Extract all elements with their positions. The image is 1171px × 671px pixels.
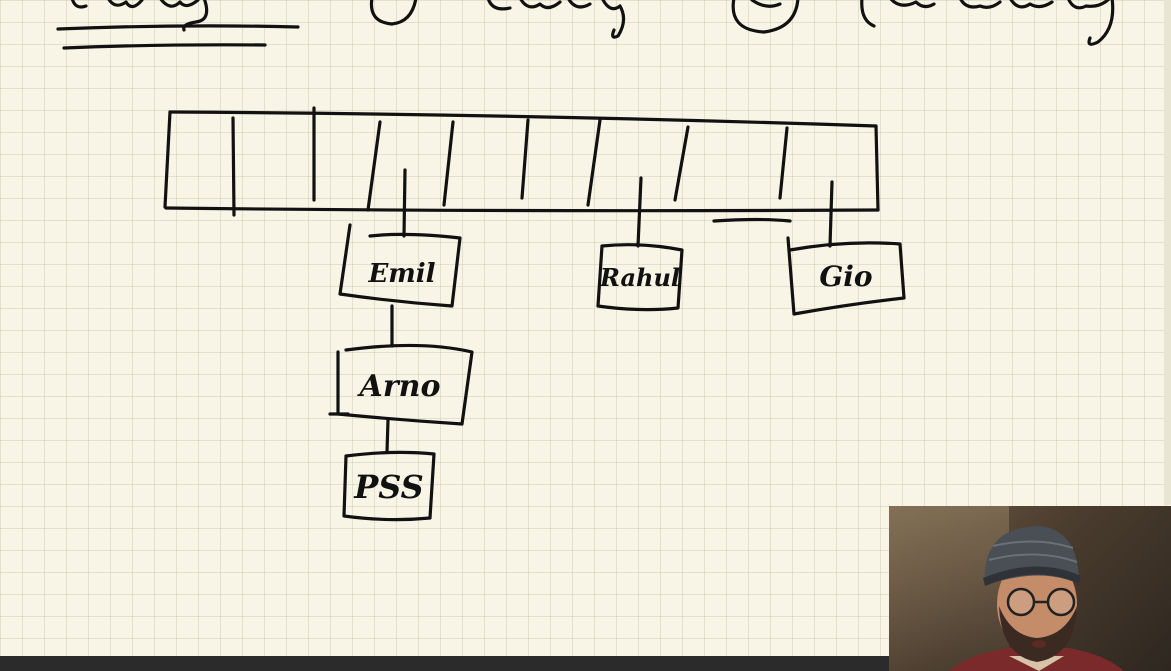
chain-link-a-3 (385, 418, 390, 454)
node-label-pss: PSS (353, 468, 424, 506)
heading-fragment-ways (70, 0, 209, 32)
presenter-webcam (889, 506, 1171, 671)
chain-link-a (402, 168, 407, 238)
node-label-emil: Emil (367, 259, 435, 289)
circled-number-one-icon (369, 0, 418, 26)
circled-number-two-icon (731, 0, 800, 34)
scrollbar-track[interactable] (1164, 0, 1171, 505)
node-box-pss (342, 450, 436, 522)
presenter-avatar-icon (949, 526, 1124, 671)
node-label-rahul: Rahul (599, 263, 680, 292)
chain-link-b (636, 176, 643, 248)
bottom-toolbar (0, 656, 1171, 671)
node-label-arno: Arno (357, 369, 441, 404)
node-box-arno (328, 343, 474, 426)
node-box-gio (786, 236, 906, 316)
chain-link-c (828, 180, 834, 248)
node-box-rahul (596, 243, 684, 312)
heading-underlines (56, 24, 300, 50)
node-label-gio: Gio (819, 260, 872, 293)
webcam-background (889, 506, 1009, 671)
heading-fragment-open-addressing (860, 0, 1115, 46)
hash-table-array (163, 106, 880, 223)
node-box-emil (338, 223, 462, 308)
heading-fragment-chaining (487, 0, 626, 39)
